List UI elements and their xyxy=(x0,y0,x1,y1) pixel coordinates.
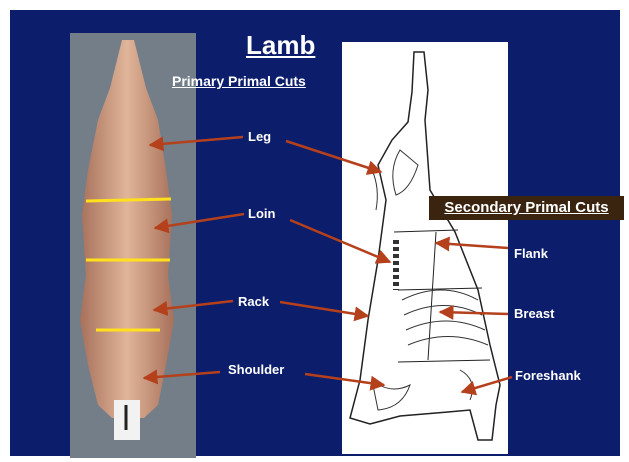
label-rack: Rack xyxy=(238,294,269,309)
label-shoulder: Shoulder xyxy=(228,362,284,377)
divider-line xyxy=(86,199,171,201)
label-leg: Leg xyxy=(248,129,271,144)
label-foreshank: Foreshank xyxy=(515,368,581,383)
label-flank: Flank xyxy=(514,246,548,261)
slide-title: Lamb xyxy=(246,30,315,61)
label-loin: Loin xyxy=(248,206,275,221)
carcass-photo xyxy=(70,33,196,458)
secondary-cuts-heading: Secondary Primal Cuts xyxy=(429,196,624,220)
carcass-drawing xyxy=(342,42,508,454)
primary-cuts-heading: Primary Primal Cuts xyxy=(172,73,306,89)
label-breast: Breast xyxy=(514,306,554,321)
